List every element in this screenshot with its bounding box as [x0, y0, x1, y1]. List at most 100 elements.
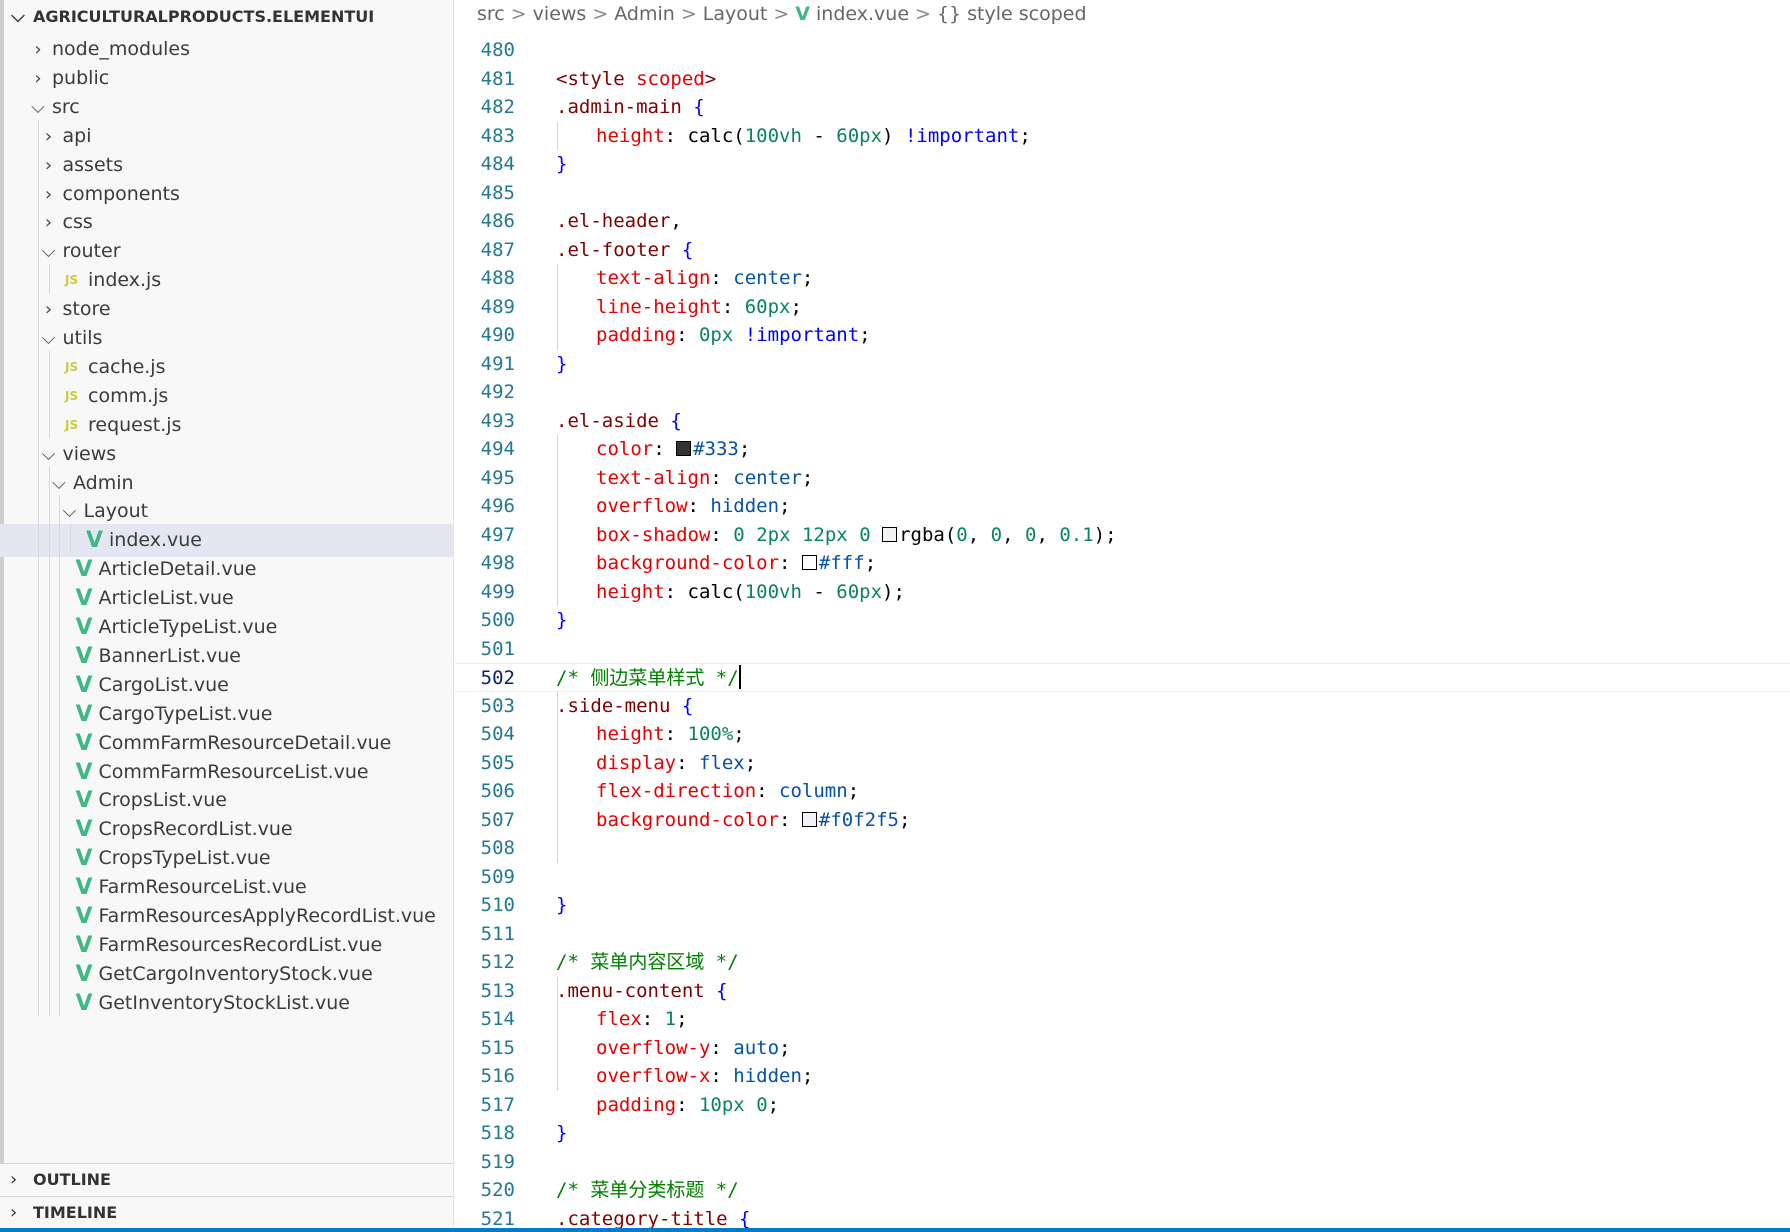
code-line[interactable]: 482.admin-main { — [455, 93, 1790, 122]
code-line[interactable]: 492 — [455, 378, 1790, 407]
code-line[interactable]: 485 — [455, 179, 1790, 208]
code-line[interactable]: 518} — [455, 1119, 1790, 1148]
tree-folder-layout[interactable]: ⌵Layout — [0, 495, 453, 528]
code-line[interactable]: 519 — [455, 1148, 1790, 1177]
tree-folder-css[interactable]: ›css — [0, 206, 453, 239]
tree-folder-admin[interactable]: ⌵Admin — [0, 467, 453, 500]
code-line[interactable]: 481<style scoped> — [455, 65, 1790, 94]
code-token: : — [710, 523, 734, 546]
code-line[interactable]: 521.category-title { — [455, 1205, 1790, 1229]
color-swatch-icon[interactable] — [676, 441, 692, 456]
tree-folder-router[interactable]: ⌵router — [0, 235, 453, 268]
code-line[interactable]: 493.el-aside { — [455, 407, 1790, 436]
code-line[interactable]: 503.side-menu { — [455, 692, 1790, 721]
tree-item-label: comm.js — [88, 384, 169, 407]
code-line[interactable]: 484} — [455, 150, 1790, 179]
tree-folder-views[interactable]: ⌵views — [0, 438, 453, 471]
code-token: padding — [596, 324, 677, 346]
code-token: column — [779, 780, 848, 802]
code-line[interactable]: 520/* 菜单分类标题 */ — [455, 1176, 1790, 1205]
line-number: 492 — [480, 381, 515, 403]
code-line[interactable]: 512/* 菜单内容区域 */ — [455, 948, 1790, 977]
code-line[interactable]: 500} — [455, 606, 1790, 635]
code-line[interactable]: 480 — [455, 36, 1790, 65]
timeline-panel-header[interactable]: › TIMELINE — [0, 1196, 453, 1228]
tree-folder-utils[interactable]: ⌵utils — [0, 322, 453, 355]
tree-folder-node-modules[interactable]: ›node_modules — [0, 33, 453, 66]
code-line[interactable]: 508 — [455, 834, 1790, 863]
code-line[interactable]: 491} — [455, 350, 1790, 379]
breadcrumb-file[interactable]: index.vue — [816, 3, 910, 25]
explorer-root-folder[interactable]: ⌵ AGRICULTURALPRODUCTS.ELEMENTUI — [0, 0, 453, 33]
code-line[interactable]: 486.el-header, — [455, 207, 1790, 236]
code-line[interactable]: 509 — [455, 863, 1790, 892]
breadcrumb-src[interactable]: src — [477, 3, 505, 25]
code-line[interactable]: 513.menu-content { — [455, 977, 1790, 1006]
color-swatch-icon[interactable] — [882, 526, 898, 542]
code-line[interactable]: 511 — [455, 920, 1790, 949]
code-text: line-height: 60px; — [596, 293, 802, 322]
breadcrumb-admin[interactable]: Admin — [614, 3, 675, 25]
code-token: ; — [899, 808, 911, 831]
breadcrumb-layout[interactable]: Layout — [702, 3, 768, 25]
breadcrumb-symbol[interactable]: {} style scoped — [936, 3, 1087, 25]
color-swatch-icon[interactable] — [801, 555, 817, 570]
code-text: text-align: center; — [596, 264, 813, 293]
breadcrumb-views[interactable]: views — [532, 3, 587, 25]
code-line[interactable]: 501 — [455, 635, 1790, 664]
code-line[interactable]: 502/* 侧边菜单样式 */ — [455, 663, 1790, 692]
code-line[interactable]: 510} — [455, 891, 1790, 920]
tree-folder-src[interactable]: ⌵src — [0, 91, 453, 124]
color-swatch-icon[interactable] — [801, 811, 817, 827]
outline-panel-header[interactable]: › OUTLINE — [0, 1163, 453, 1196]
tree-folder-public[interactable]: ›public — [0, 62, 453, 95]
tree-folder-assets[interactable]: ›assets — [0, 149, 453, 182]
code-line[interactable]: 487.el-footer { — [455, 236, 1790, 265]
tree-folder-store[interactable]: ›store — [0, 293, 453, 326]
code-token: auto — [733, 1036, 780, 1059]
tree-folder-components[interactable]: ›components — [0, 178, 453, 211]
tree-folder-api[interactable]: ›api — [0, 120, 453, 153]
code-token: 0 — [733, 523, 745, 546]
